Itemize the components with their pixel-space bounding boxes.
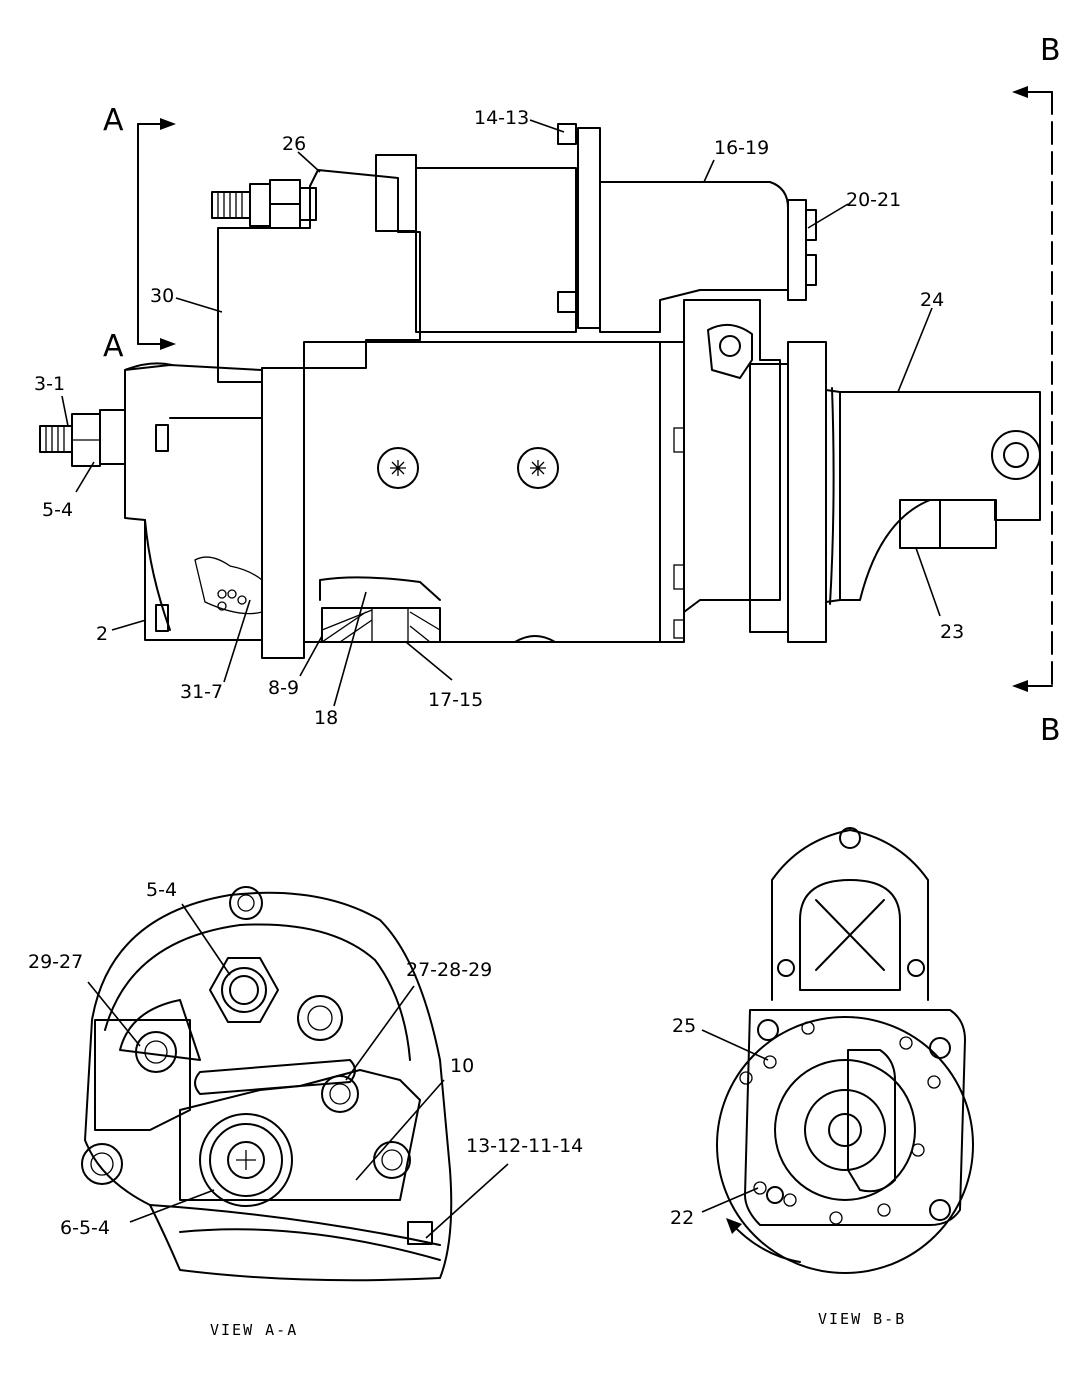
callout-22: 22 [670, 1207, 694, 1229]
callout-31-7: 31-7 [180, 681, 223, 703]
callout-26: 26 [282, 133, 306, 155]
main-view-leader-lines [61, 119, 941, 707]
callout-3-1: 3-1 [34, 373, 65, 395]
callout-18: 18 [314, 707, 338, 729]
view-a-a [81, 886, 453, 1282]
caption-view-a-a: VIEW A-A [210, 1321, 298, 1339]
callout-25: 25 [672, 1015, 696, 1037]
callout-14-13: 14-13 [474, 107, 529, 129]
callout-27-28-29: 27-28-29 [406, 959, 492, 981]
callout-10: 10 [450, 1055, 474, 1077]
section-line-a [137, 118, 176, 350]
view-a-leader-lines [87, 903, 509, 1239]
callout-16-19: 16-19 [714, 137, 769, 159]
view-b-b [716, 827, 974, 1274]
view-b-leader-lines [701, 1029, 769, 1213]
section-line-b [1012, 86, 1053, 692]
section-marker-a-top: A [103, 103, 124, 138]
callout-30: 30 [150, 285, 174, 307]
section-marker-b-bottom: B [1040, 713, 1061, 748]
starter-side-view [39, 86, 1053, 692]
callout-24: 24 [920, 289, 944, 311]
section-marker-b-top: B [1040, 33, 1061, 68]
callout-20-21: 20-21 [846, 189, 901, 211]
callout-2: 2 [96, 623, 108, 645]
callout-23: 23 [940, 621, 964, 643]
callout-29-27: 29-27 [28, 951, 83, 973]
callout-13-12-11-14: 13-12-11-14 [466, 1135, 583, 1157]
callout-5-4-view: 5-4 [146, 879, 177, 901]
callout-6-5-4: 6-5-4 [60, 1217, 110, 1239]
callout-17-15: 17-15 [428, 689, 483, 711]
section-marker-a-bottom: A [103, 329, 124, 364]
callout-5-4-main: 5-4 [42, 499, 73, 521]
callout-8-9: 8-9 [268, 677, 299, 699]
caption-view-b-b: VIEW B-B [818, 1310, 906, 1328]
